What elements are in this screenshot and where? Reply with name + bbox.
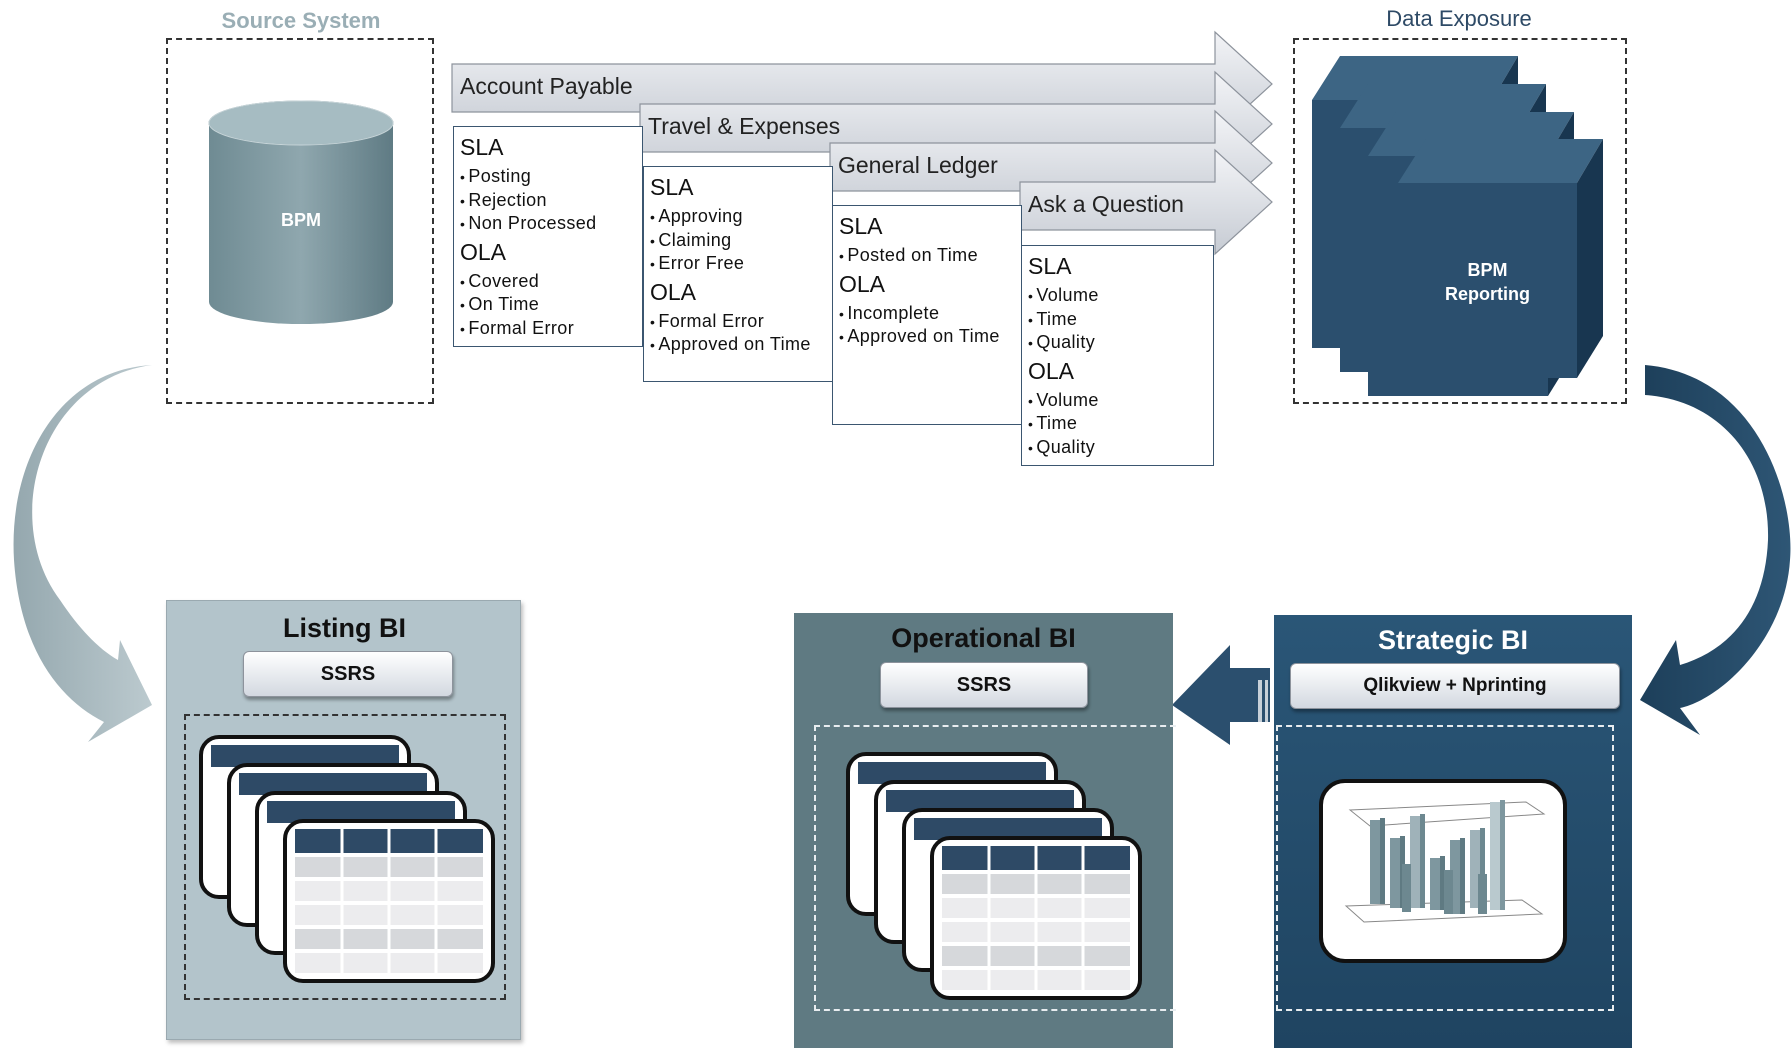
ola-heading: OLA	[839, 270, 886, 297]
listing-bi-title: Listing BI	[283, 613, 406, 643]
strategic-bi-tool-button: Qlikview + Nprinting	[1290, 663, 1620, 709]
table-card-front	[283, 819, 495, 983]
ola-item: Formal Error	[460, 317, 636, 341]
sla-item: Time	[1028, 308, 1207, 332]
ola-item: On Time	[460, 293, 636, 317]
sla-heading: SLA	[839, 213, 883, 239]
source-system-title: Source System	[221, 8, 381, 33]
sla-item: Non Processed	[460, 212, 636, 236]
ola-item: Volume	[1028, 389, 1207, 413]
banner-account-payable: Account Payable	[460, 73, 633, 99]
listing-bi-tool-button: SSRS	[243, 651, 453, 697]
sla-item: Claiming	[650, 229, 826, 253]
banner-travel-expenses: Travel & Expenses	[648, 113, 841, 139]
cube-label: BPM Reporting	[1398, 258, 1577, 306]
card-travel-expenses: SLA Approving Claiming Error Free OLA Fo…	[643, 166, 833, 382]
banner-general-ledger: General Ledger	[838, 152, 998, 178]
strategic-bi-title: Strategic BI	[1377, 625, 1529, 655]
ola-heading: OLA	[460, 238, 507, 265]
card-ask-question: SLA Volume Time Quality OLA Volume Time …	[1021, 245, 1214, 466]
listing-bi-content-frame	[184, 714, 506, 1000]
strategic-bi-content-frame	[1276, 725, 1614, 1011]
card-account-payable: SLA Posting Rejection Non Processed OLA …	[453, 126, 643, 347]
ola-item: Approved on Time	[839, 325, 1015, 349]
flow-arrow-strategic-to-operational	[1172, 645, 1270, 745]
table-stack-icon	[199, 735, 495, 983]
sla-item: Error Free	[650, 252, 826, 276]
ola-item: Incomplete	[839, 302, 1015, 326]
ola-item: Quality	[1028, 436, 1207, 460]
database-label: BPM	[281, 210, 321, 230]
sla-item: Posted on Time	[839, 244, 1015, 268]
listing-bi-panel: Listing BI SSRS	[166, 600, 521, 1040]
sla-heading: SLA	[1028, 253, 1072, 279]
sla-item: Rejection	[460, 189, 636, 213]
cube-stack-icon	[1312, 56, 1603, 396]
ola-item: Approved on Time	[650, 333, 826, 357]
sla-item: Posting	[460, 165, 636, 189]
arrow-ask-question	[1019, 148, 1273, 256]
table-stack-icon	[846, 752, 1142, 1000]
operational-bi-panel: Operational BI SSRS	[794, 613, 1176, 1048]
source-system-frame	[166, 38, 434, 404]
sla-heading: SLA	[460, 134, 504, 160]
operational-bi-content-frame	[814, 725, 1176, 1011]
cube-label-line1: BPM	[1467, 260, 1508, 280]
ola-heading: OLA	[650, 278, 697, 305]
cube-label-line2: Reporting	[1445, 284, 1530, 304]
curved-arrow-right	[1640, 365, 1791, 735]
operational-bi-title: Operational BI	[891, 623, 1076, 653]
ola-heading: OLA	[1028, 357, 1075, 384]
strategic-bi-panel: Strategic BI Qlikview + Nprinting	[1274, 615, 1632, 1048]
ola-item: Covered	[460, 270, 636, 294]
banner-ask-question: Ask a Question	[1028, 191, 1184, 217]
curved-arrow-left	[13, 365, 152, 742]
data-exposure-title: Data Exposure	[1386, 6, 1532, 31]
sla-item: Approving	[650, 205, 826, 229]
sla-item: Quality	[1028, 331, 1207, 355]
operational-bi-tool-button: SSRS	[880, 662, 1088, 708]
data-exposure-frame	[1293, 38, 1627, 404]
process-arrows	[451, 30, 1273, 256]
sla-heading: SLA	[650, 174, 694, 200]
database-icon	[208, 100, 394, 324]
ola-item: Formal Error	[650, 310, 826, 334]
sla-item: Volume	[1028, 284, 1207, 308]
card-general-ledger: SLA Posted on Time OLA Incomplete Approv…	[832, 205, 1022, 425]
bar-chart-3d-icon	[1319, 779, 1567, 963]
ola-item: Time	[1028, 412, 1207, 436]
